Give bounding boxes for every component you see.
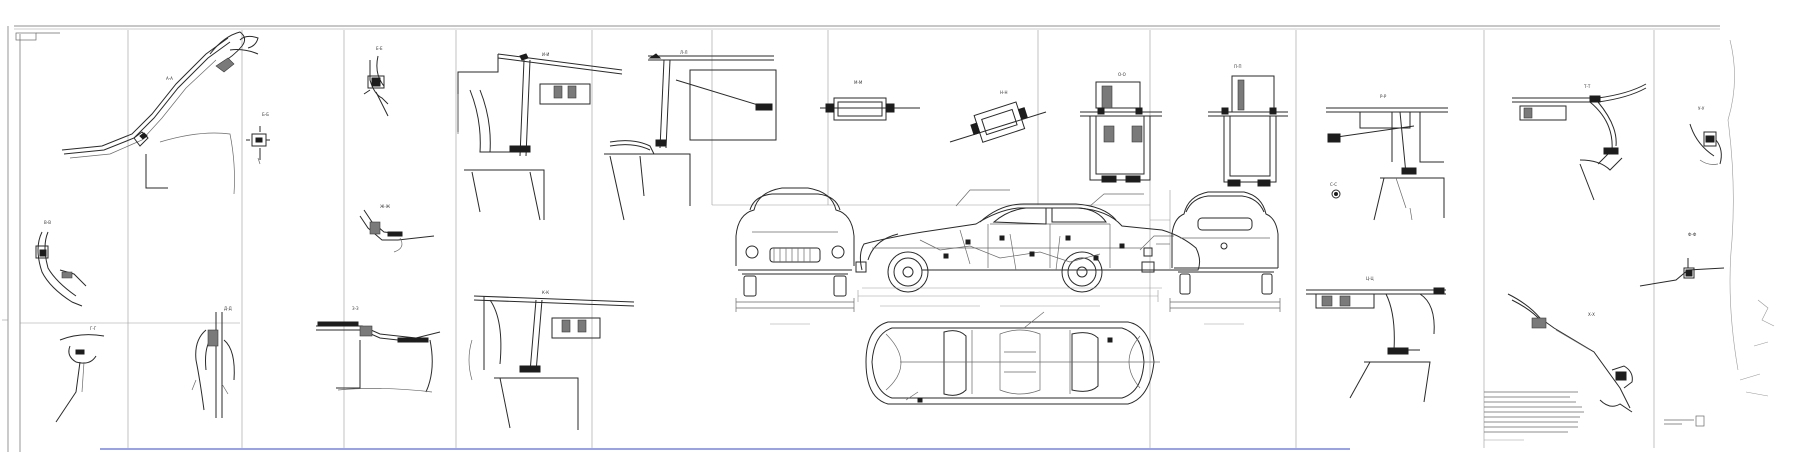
detail-label-1: А-А [166, 76, 173, 81]
detail-section-pillar: Д-Д [191, 306, 235, 418]
detail-label-17: С-С [1330, 182, 1337, 187]
detail-label-10: К-К [542, 290, 549, 295]
detail-label-16: Р-Р [1380, 94, 1387, 99]
detail-label-2: Б-Б [262, 112, 269, 117]
detail-label-11: Л-Л [680, 50, 687, 55]
detail-label-8: З-З [352, 306, 359, 311]
detail-section-pillar-left: О-О [1080, 72, 1162, 183]
detail-section-door-upper: И-И [457, 52, 623, 221]
detail-section-pillar-right: П-П [1208, 64, 1288, 187]
detail-section-clip-small: Б-Б [246, 112, 270, 165]
detail-section-roof-rail: Е-Е [363, 46, 389, 117]
front-view [735, 187, 855, 325]
detail-section-sill: Г-Г [55, 326, 105, 423]
detail-section-sill-profile: З-З [316, 306, 441, 393]
detail-label-4: Г-Г [90, 326, 97, 331]
rear-view [1143, 191, 1281, 325]
detail-label-5: Д-Д [224, 306, 232, 311]
detail-section-edge-clip: У-У [1689, 106, 1722, 165]
detail-label-7: Ж-Ж [380, 204, 391, 209]
detail-section-clamp-left: В-В [35, 220, 87, 307]
detail-label-21: Х-Х [1588, 312, 1595, 317]
top-view [865, 311, 1160, 405]
detail-label-18: Т-Т [1583, 84, 1591, 89]
detail-label-12: М-М [854, 80, 863, 85]
detail-section-bracket: М-М [820, 80, 920, 121]
detail-label-22: Ц-Ц [1366, 276, 1374, 281]
detail-label-3: В-В [44, 220, 51, 225]
detail-label-13: Н-Н [1000, 90, 1007, 95]
detail-section-lower-mid: Ц-Ц [1306, 276, 1446, 403]
side-view [855, 189, 1201, 307]
detail-section-hinge: Ж-Ж [359, 204, 435, 253]
detail-section-lower-clip: Ф-Ф [1639, 232, 1725, 287]
detail-section-door-lower: К-К [468, 290, 635, 430]
detail-label-19: У-У [1698, 106, 1705, 111]
detail-label-14: О-О [1118, 72, 1126, 77]
detail-section-clip-angled: Н-Н [949, 90, 1047, 143]
detail-label-9: И-И [542, 52, 549, 57]
detail-label-15: П-П [1234, 64, 1241, 69]
detail-section-windshield: А-А [61, 31, 259, 195]
detail-label-20: Ф-Ф [1688, 232, 1697, 237]
detail-section-rear-link: Р-Р С-С [1326, 94, 1448, 221]
notes-block [1484, 391, 1705, 441]
detail-label-6: Е-Е [376, 46, 383, 51]
detail-section-roof-rear: Т-Т [1512, 83, 1647, 201]
detail-section-lower-right: Х-Х [1507, 293, 1633, 413]
detail-section-rear-door: Л-Л [604, 50, 777, 221]
